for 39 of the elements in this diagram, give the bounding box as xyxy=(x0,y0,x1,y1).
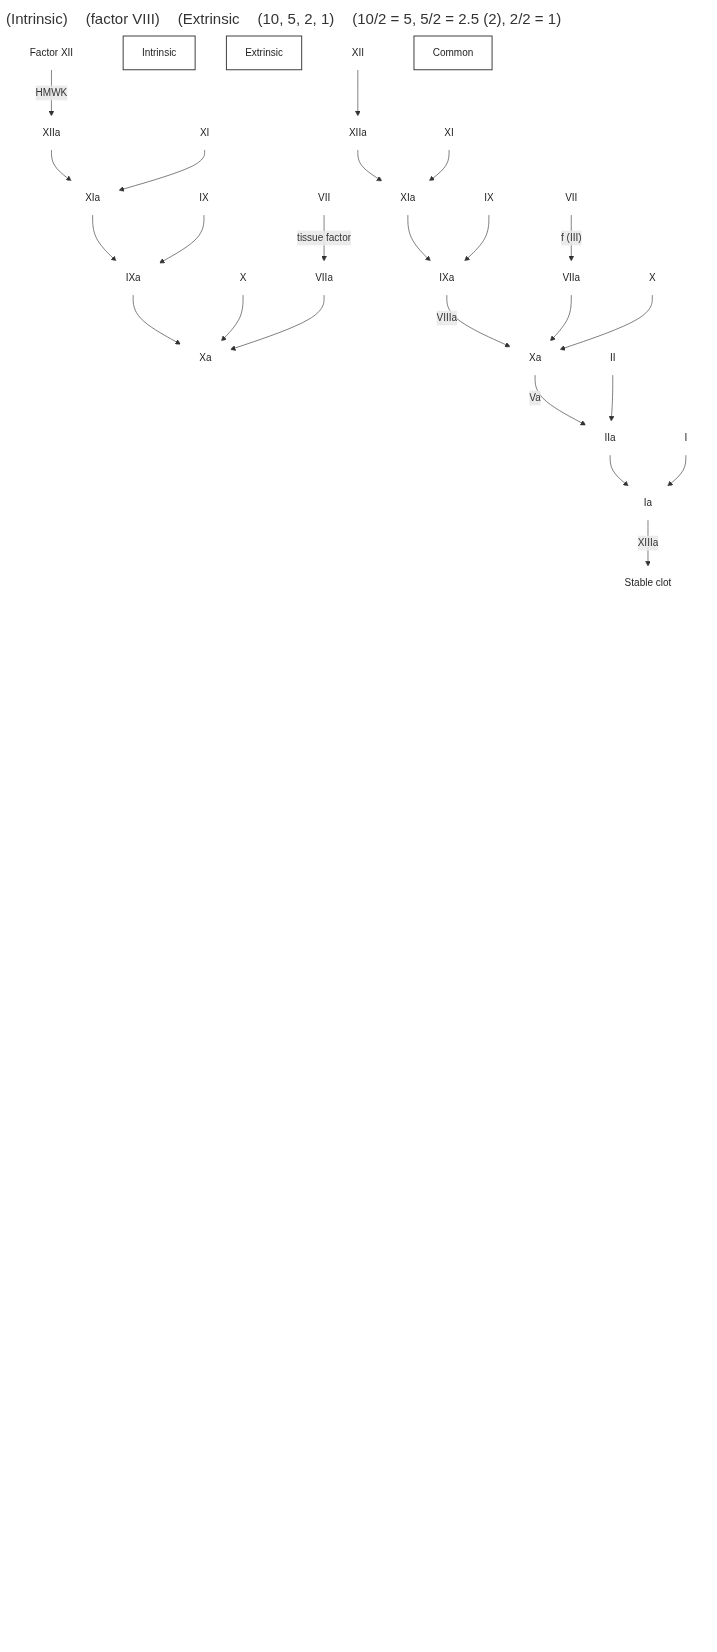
node-text: X xyxy=(239,272,247,283)
note-text: (10/2 = 5, 5/2 = 2.5 (2), 2/2 = 1) xyxy=(352,10,562,27)
node-text: IX xyxy=(484,192,494,203)
node-text: XIa xyxy=(85,192,101,203)
node-text: VII xyxy=(317,192,331,203)
node-text: IIa xyxy=(604,432,616,444)
edge-label: f (III) xyxy=(561,232,582,243)
node-text: X xyxy=(648,272,656,283)
node-text: XIIa xyxy=(348,127,367,138)
node-text: Xa xyxy=(528,352,542,363)
node-text: XII xyxy=(351,47,364,58)
node-text: Factor XII xyxy=(29,47,74,58)
node-text: IX xyxy=(199,192,209,203)
node-text: Ia xyxy=(643,497,653,509)
node-text: XI xyxy=(199,127,210,138)
node-text: I xyxy=(684,432,688,444)
node-box: Intrinsic xyxy=(122,35,196,71)
node-text: VIIa xyxy=(315,272,333,283)
node-text: IXa xyxy=(125,272,141,283)
node-text: Xa xyxy=(199,352,212,363)
node-text: IXa xyxy=(439,272,455,283)
node-box: Common xyxy=(413,35,493,71)
note-text: (Intrinsic) xyxy=(6,10,68,27)
edge-label: VIIIa xyxy=(436,312,458,323)
node-box: Extrinsic xyxy=(225,35,303,71)
node-text: Stable clot xyxy=(624,577,672,589)
node-text: XI xyxy=(444,127,454,138)
node-text: VIIa xyxy=(562,272,581,283)
edge-label: Va xyxy=(529,392,541,404)
note-text: (Extrinsic xyxy=(177,10,240,27)
edge-label: XIIIa xyxy=(637,537,659,549)
node-text: VII xyxy=(565,192,578,203)
note-text: (factor VIII) xyxy=(85,10,160,27)
node-text: II xyxy=(609,352,616,363)
node-text: XIIa xyxy=(42,127,61,138)
note-text: (10, 5, 2, 1) xyxy=(257,10,335,27)
node-text: XIa xyxy=(400,192,416,203)
edge-label: tissue factor xyxy=(297,232,352,243)
edge-label: HMWK xyxy=(35,87,68,98)
